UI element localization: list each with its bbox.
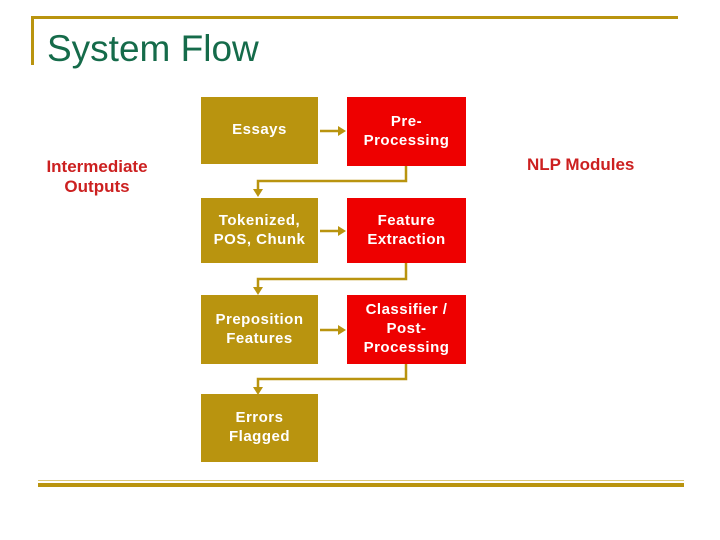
flow-box-pre-processing: Pre- Processing bbox=[347, 97, 466, 166]
arrow-essays-to-preprocessing bbox=[320, 126, 346, 136]
footer-rule-thin bbox=[38, 480, 684, 481]
flow-box-essays: Essays bbox=[201, 97, 318, 164]
arrow-tokenized-to-feature-extraction bbox=[320, 226, 346, 236]
footer-rule-thick bbox=[38, 483, 684, 487]
flow-box-preposition-features: Preposition Features bbox=[201, 295, 318, 364]
flow-box-feature-extraction: Feature Extraction bbox=[347, 198, 466, 263]
arrow-preposition-to-classifier bbox=[320, 325, 346, 335]
elbow-preprocessing-to-tokenized bbox=[253, 166, 408, 197]
label-intermediate-outputs: Intermediate Outputs bbox=[46, 157, 148, 196]
flow-box-classifier-post-processing: Classifier / Post- Processing bbox=[347, 295, 466, 364]
slide-title: System Flow bbox=[47, 28, 259, 69]
elbow-feature-extraction-to-preposition bbox=[253, 263, 408, 295]
flow-box-tokenized-pos-chunk: Tokenized, POS, Chunk bbox=[201, 198, 318, 263]
header-bracket bbox=[31, 16, 34, 65]
elbow-classifier-to-errors-flagged bbox=[253, 364, 408, 395]
flow-box-errors-flagged: Errors Flagged bbox=[201, 394, 318, 462]
label-nlp-modules: NLP Modules bbox=[527, 155, 635, 174]
header-rule bbox=[31, 16, 678, 19]
